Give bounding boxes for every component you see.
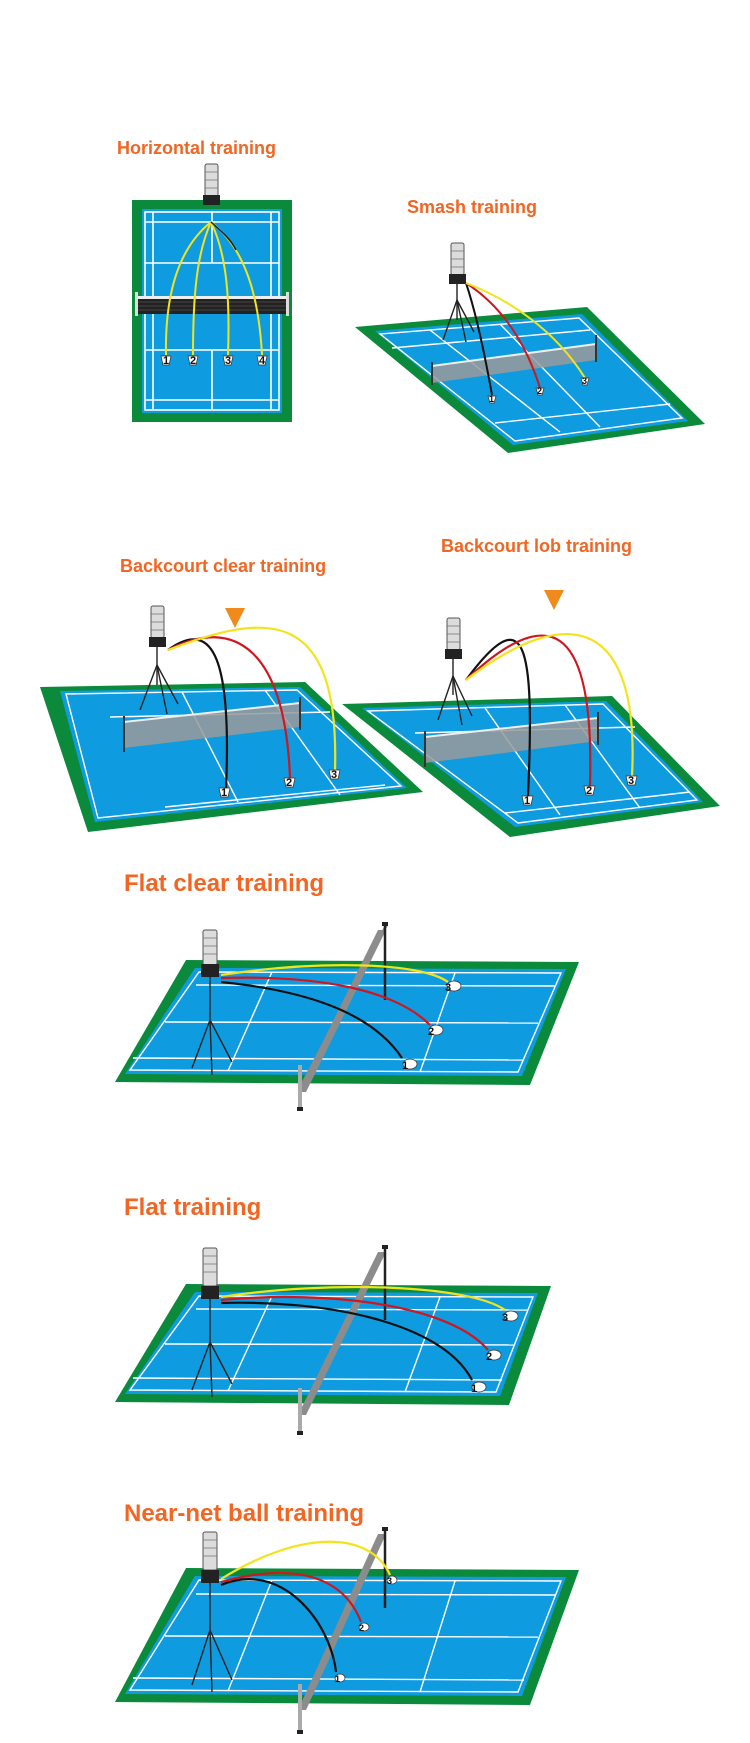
- ball-machine-icon: [437, 617, 473, 726]
- shuttle-label: 2: [359, 1623, 364, 1633]
- shuttle-label: 3: [331, 769, 337, 781]
- ball-machine-icon: [139, 605, 179, 715]
- shuttle-label: 3: [502, 1312, 508, 1324]
- caption-smash-training: Smash training: [407, 197, 538, 217]
- shuttle-label: 4: [259, 355, 266, 367]
- shuttle-label: 2: [428, 1026, 434, 1038]
- caption-horizontal-training: Horizontal training: [117, 138, 276, 158]
- ball-machine-icon: [442, 242, 475, 343]
- backcourt-lob-training-diagram: 1 2 3: [342, 590, 720, 837]
- caption-flat-training: Flat training: [124, 1194, 262, 1221]
- shuttle-label: 2: [286, 777, 292, 789]
- shuttlecock-icon: [160, 355, 268, 366]
- net-icon: [431, 335, 597, 385]
- ball-machine-icon: [191, 929, 233, 1076]
- caption-backcourt-lob-training: Backcourt lob training: [441, 536, 633, 556]
- net-icon: [135, 292, 289, 316]
- shuttle-label: 1: [524, 795, 530, 807]
- flat-training-diagram: 1 2 3: [115, 1245, 551, 1435]
- shuttle-label: 3: [582, 376, 587, 386]
- shuttle-label: 3: [445, 982, 451, 994]
- net-icon: [424, 712, 599, 767]
- ball-machine-icon: [191, 1531, 233, 1693]
- shuttle-label: 1: [335, 1674, 340, 1684]
- net-icon: [297, 1527, 388, 1734]
- horizontal-training-diagram: 1 2 3 4: [132, 163, 292, 422]
- smash-training-diagram: 1 2 3: [355, 242, 705, 453]
- shuttle-label: 3: [628, 775, 634, 787]
- near-net-ball-training-diagram: 1 2 3: [115, 1527, 579, 1734]
- backcourt-clear-training-diagram: 1 2 3: [40, 605, 423, 832]
- net-icon: [297, 1245, 388, 1435]
- caption-backcourt-clear-training: Backcourt clear training: [120, 556, 327, 576]
- shuttle-label: 2: [586, 785, 592, 797]
- ball-machine-icon: [191, 1247, 233, 1398]
- caption-near-net-ball-training: Near-net ball training: [124, 1500, 365, 1527]
- shuttle-label: 3: [225, 355, 231, 367]
- shuttle-label: 2: [190, 355, 196, 367]
- flat-clear-training-diagram: 1 2 3: [115, 922, 579, 1111]
- caption-flat-clear-training: Flat clear training: [124, 870, 325, 897]
- net-icon: [123, 697, 301, 752]
- down-arrow-marker-icon: [225, 608, 245, 628]
- shuttle-label: 1: [163, 355, 169, 367]
- ball-machine-icon: [203, 163, 220, 205]
- shuttle-label: 2: [486, 1351, 492, 1363]
- shuttle-label: 1: [471, 1383, 477, 1395]
- shuttle-label: 1: [489, 394, 494, 404]
- shuttle-label: 3: [387, 1576, 392, 1586]
- shuttle-label: 1: [221, 787, 227, 799]
- shuttle-label: 2: [537, 386, 542, 396]
- shuttle-label: 1: [402, 1060, 408, 1072]
- down-arrow-marker-icon: [544, 590, 564, 610]
